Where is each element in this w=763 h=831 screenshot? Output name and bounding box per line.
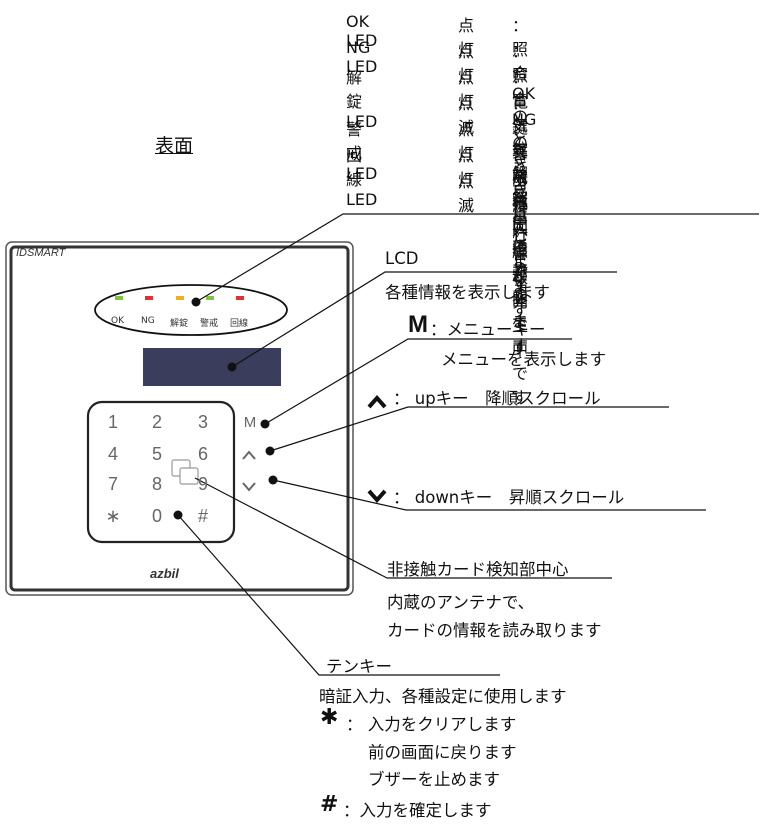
legend-led-desc: ：警戒中に点灯します (512, 120, 529, 355)
legend-led-state: 点滅 (458, 172, 475, 215)
brand-label: IDSMART (16, 247, 66, 259)
led-label-guard: 警戒 (200, 319, 219, 329)
led-label-unlock: 解錠 (170, 319, 189, 329)
led-ellipse (94, 284, 288, 336)
card-reader-title: 非接触カード検知部中心 (387, 560, 569, 579)
leader-led (195, 213, 759, 303)
key-6[interactable]: 6 (197, 444, 208, 464)
legend-led-name: 警戒 LED (346, 120, 378, 183)
leader-dot (268, 475, 278, 485)
hash-callout-icon: # (320, 792, 339, 817)
menu-title: ：メニューキー (430, 320, 546, 339)
legend-led-desc: ：電気錠解錠中です (512, 68, 529, 279)
key-5[interactable]: 5 (151, 444, 162, 464)
legend-led-name: OK LED (346, 12, 378, 50)
card-reader-mark (179, 467, 199, 485)
led-ng (145, 296, 153, 300)
led-guard (206, 296, 214, 300)
led-ok (115, 296, 123, 300)
leader-dot (260, 419, 270, 429)
leader-dot (227, 362, 237, 372)
lcd-description: 各種情報を表示します (385, 283, 550, 302)
key-9[interactable]: 9 (197, 474, 208, 494)
legend-led-name: NG LED (346, 38, 378, 76)
leader-dot (265, 446, 275, 456)
led-unlock (176, 296, 184, 300)
leader-down (272, 479, 706, 511)
lcd-title: LCD (385, 249, 419, 268)
card-reader-description-2: カードの情報を読み取ります (387, 621, 602, 640)
up-callout-icon (367, 394, 387, 409)
legend-led-state: 点灯 (458, 146, 475, 189)
legend-led-desc: ：照合OKのとき点灯します (512, 16, 536, 294)
led-label-ng: NG (141, 316, 155, 326)
asterisk-callout-icon: ✱ (320, 705, 339, 730)
key-0[interactable]: 0 (151, 506, 162, 526)
legend-led-desc: ：照合NGのとき点灯します (512, 42, 537, 320)
legend-led-state: 点灯 (458, 68, 475, 111)
leader-card (194, 477, 612, 579)
card-reader-description-1: 内蔵のアンテナで、 (387, 593, 535, 612)
key-1[interactable]: 1 (107, 412, 118, 432)
leader-dot (191, 297, 201, 307)
led-label-ok: OK (111, 316, 124, 326)
legend-led-name: 回線 LED (346, 146, 378, 209)
down-key-icon (242, 482, 256, 492)
azbil-logo: azbil (150, 566, 179, 581)
legend-led-state: 点灯 (458, 42, 475, 85)
led-label-line: 回線 (230, 319, 249, 329)
key-2[interactable]: 2 (151, 412, 162, 432)
asterisk-description-3: ブザーを止めます (368, 770, 500, 789)
down-key-title: ： downキー 昇順スクロール (393, 488, 625, 507)
key-7[interactable]: 7 (107, 474, 118, 494)
keypad-frame (86, 400, 236, 544)
led-line (236, 296, 244, 300)
menu-key[interactable]: M (243, 414, 257, 431)
leader-dot (173, 510, 183, 520)
key-asterisk[interactable]: ∗ (105, 506, 121, 526)
leader-tenkey (177, 514, 500, 676)
key-4[interactable]: 4 (107, 444, 118, 464)
legend-led-desc: ：侵入警報発生中です (512, 172, 529, 407)
hash-description: ：入力を確定します (343, 801, 492, 820)
leader-lcd (231, 271, 617, 368)
legend-led-name: 解錠 LED (346, 68, 378, 131)
down-callout-icon (367, 489, 387, 504)
key-hash[interactable]: # (197, 506, 208, 526)
tenkey-description: 暗証入力、各種設定に使用します (319, 687, 567, 706)
menu-callout-icon: M (408, 311, 428, 338)
asterisk-description-1: ： 入力をクリアします (346, 715, 517, 734)
legend-led-desc: ：防犯回線が 開 です (512, 146, 529, 357)
menu-description: メニューを表示します (441, 350, 606, 369)
key-8[interactable]: 8 (151, 474, 162, 494)
lcd-screen (143, 348, 281, 386)
front-face-label: 表面 (155, 135, 194, 157)
tenkey-title: テンキー (326, 657, 392, 676)
key-3[interactable]: 3 (197, 412, 208, 432)
leader-up (269, 406, 669, 452)
up-key-title: ： upキー 降順スクロール (393, 389, 601, 408)
leader-menu (264, 338, 572, 425)
legend-led-state: 点灯 (458, 16, 475, 59)
asterisk-description-2: 前の画面に戻ります (368, 743, 517, 762)
legend-led-state: 点灯 (458, 120, 475, 163)
legend-led-state: 点滅 (458, 94, 475, 137)
up-key-icon (242, 450, 256, 460)
